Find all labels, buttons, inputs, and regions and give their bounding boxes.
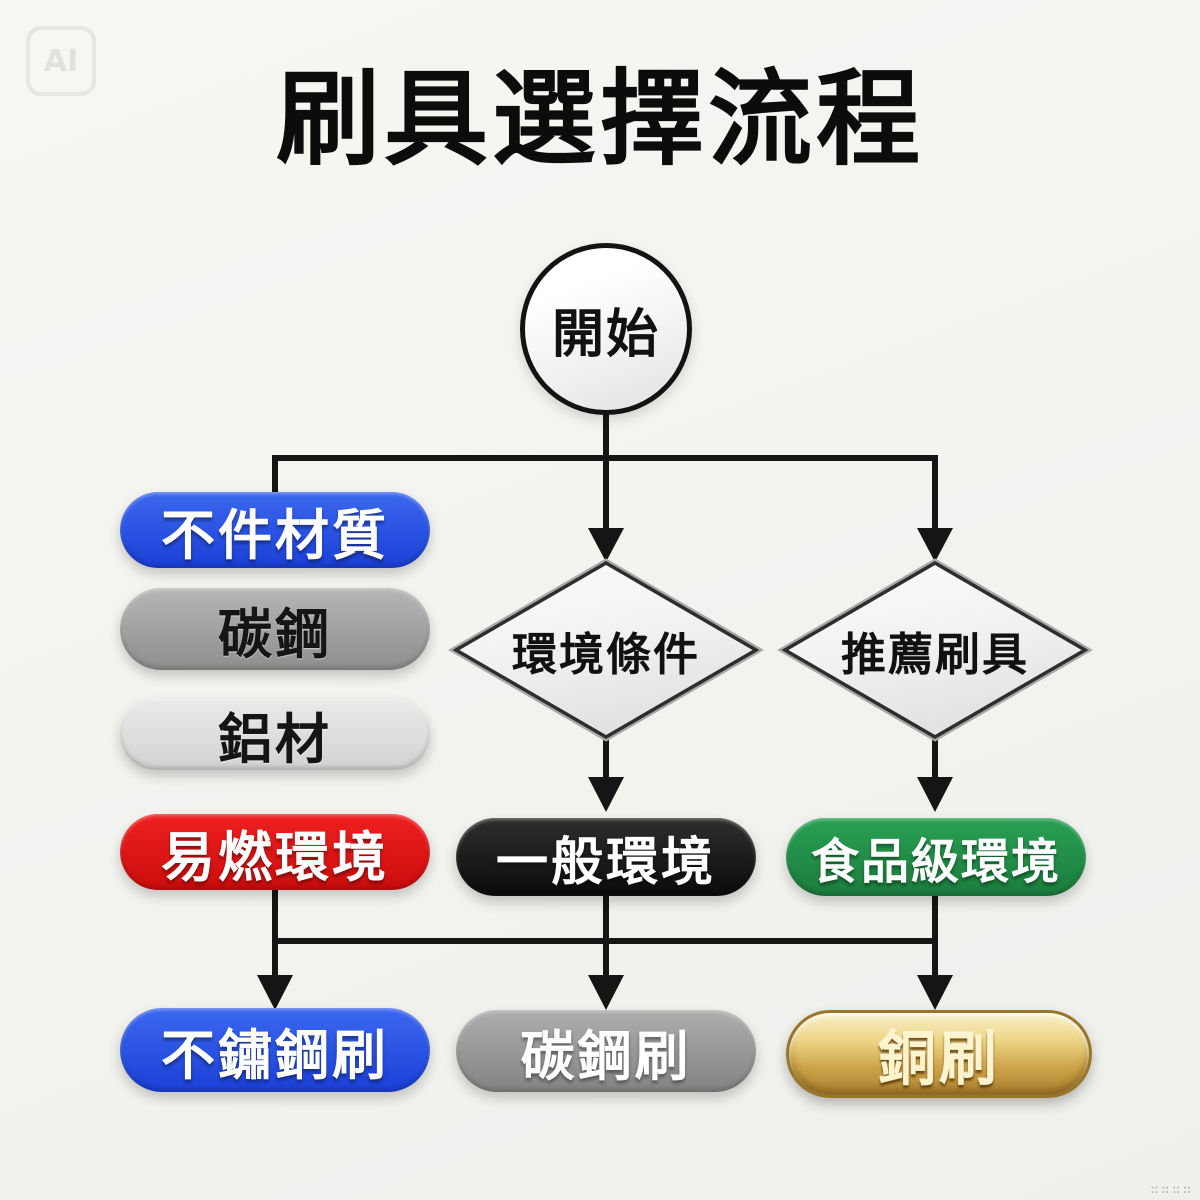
connector-lines xyxy=(272,410,938,980)
node-material: 不件材質 xyxy=(120,492,430,568)
node-carbon-brush: 碳鋼刷 xyxy=(456,1010,756,1092)
arrowhead-down-icon xyxy=(588,777,624,812)
arrowhead-down-icon xyxy=(917,777,953,812)
decision-environment-label: 環境條件 xyxy=(511,627,700,681)
ai-badge-label: AI xyxy=(43,43,79,79)
node-start: 開始 xyxy=(520,243,692,415)
arrowhead-down-icon xyxy=(257,975,293,1010)
node-stainless-brush: 不鏽鋼刷 xyxy=(120,1008,430,1092)
node-start-label: 開始 xyxy=(551,304,660,365)
arrowhead-down-icon xyxy=(588,975,624,1010)
node-general-env: 一般環境 xyxy=(456,818,756,896)
ai-watermark-badge: AI xyxy=(26,26,96,96)
node-aluminum: 鋁材 xyxy=(120,698,430,771)
node-flammable-env: 易燃環境 xyxy=(120,814,430,890)
decision-recommend-label: 推薦刷具 xyxy=(840,627,1029,681)
node-carbon-steel: 碳鋼 xyxy=(120,588,430,670)
corner-watermark: ∷∷∷∷ xyxy=(1150,1183,1194,1198)
decision-environment-border xyxy=(452,560,760,740)
page-title: 刷具選擇流程 xyxy=(275,58,924,180)
arrowhead-down-icon xyxy=(588,528,624,562)
decision-recommend-border xyxy=(781,560,1089,740)
node-food-grade-env: 食品級環境 xyxy=(786,818,1086,896)
arrowhead-down-icon xyxy=(917,528,953,562)
node-copper-brush: 銅刷 xyxy=(786,1010,1092,1098)
arrowhead-down-icon xyxy=(917,975,953,1010)
